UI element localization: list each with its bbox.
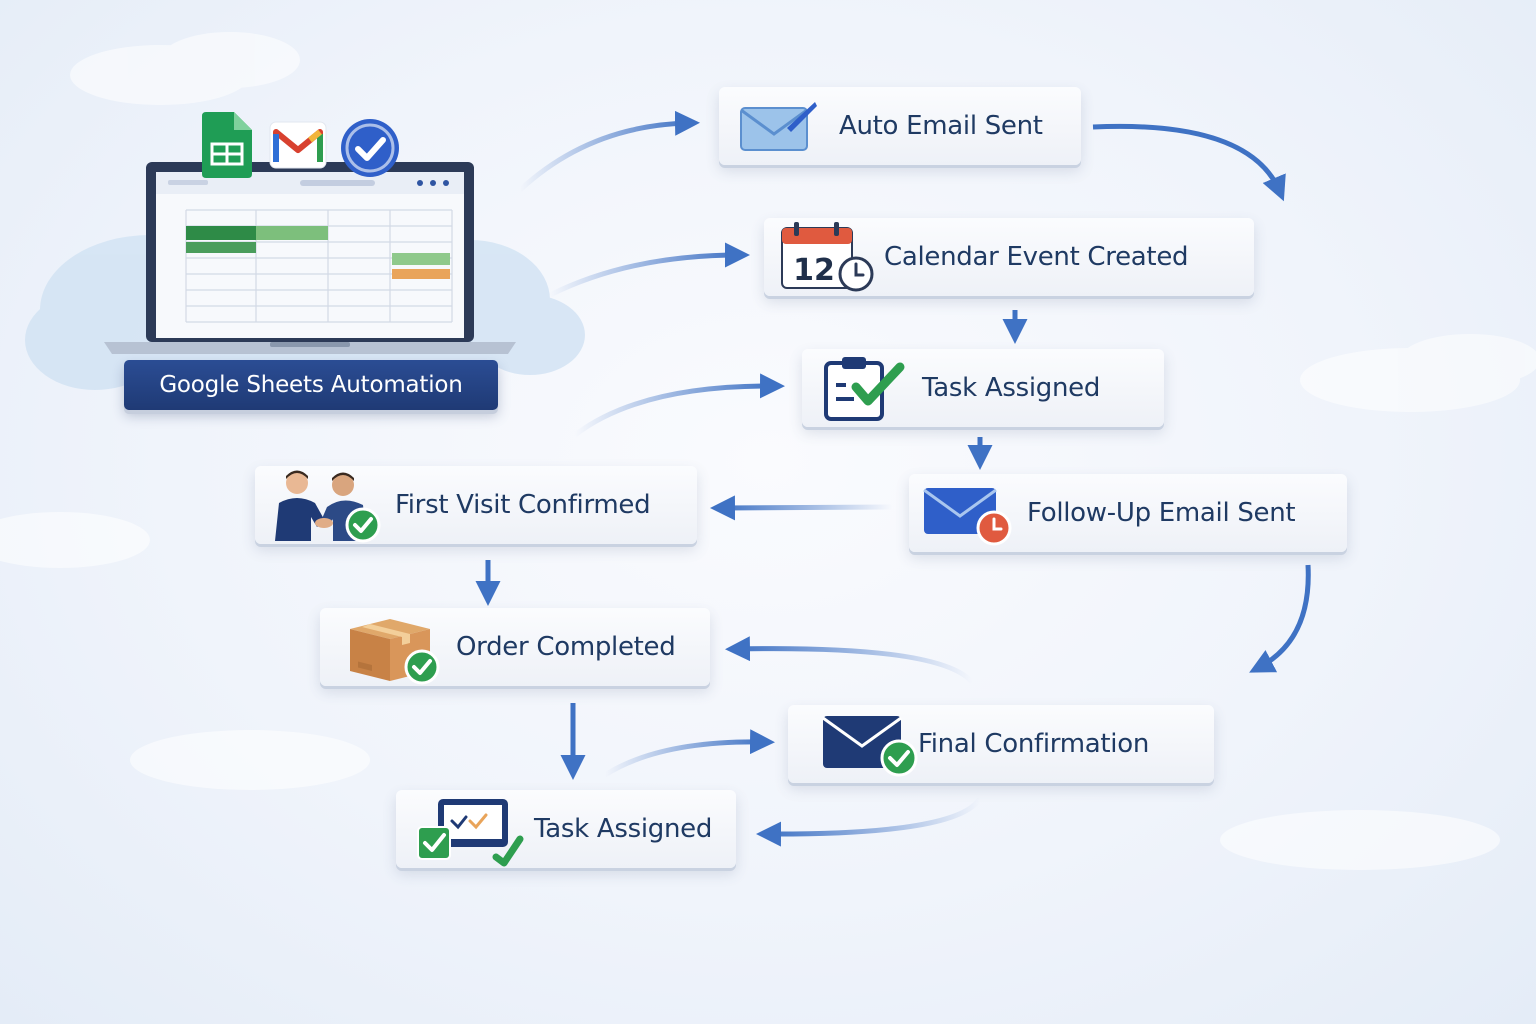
- tasks-check-icon: [341, 119, 399, 177]
- step-calendar-event: 12 Calendar Event Created: [764, 218, 1254, 296]
- step-label: Order Completed: [456, 632, 676, 662]
- step-task-assigned-1: Task Assigned: [802, 349, 1164, 427]
- package-check-icon: [320, 608, 456, 686]
- source-label: Google Sheets Automation: [124, 360, 498, 410]
- calendar-icon: 12: [764, 218, 884, 296]
- app-icons: [202, 112, 399, 178]
- step-label: Calendar Event Created: [884, 242, 1189, 272]
- step-auto-email: Auto Email Sent: [719, 87, 1081, 165]
- step-final-confirmation: Final Confirmation: [788, 705, 1214, 783]
- step-label: Task Assigned: [922, 373, 1101, 403]
- step-order-completed: Order Completed: [320, 608, 710, 686]
- clipboard-check-icon: [802, 349, 922, 427]
- sheets-icon: [202, 112, 252, 178]
- step-follow-up-email: Follow-Up Email Sent: [909, 474, 1347, 552]
- email-check-icon: [788, 705, 918, 783]
- laptop-icon: [104, 162, 516, 354]
- email-send-icon: [719, 87, 839, 165]
- svg-text:12: 12: [793, 253, 835, 288]
- laptop-spreadsheet: [100, 110, 520, 360]
- handshake-icon: [255, 466, 395, 544]
- step-label: Follow-Up Email Sent: [1027, 498, 1296, 528]
- step-label: First Visit Confirmed: [395, 490, 651, 520]
- email-clock-icon: [909, 474, 1027, 552]
- step-first-visit: First Visit Confirmed: [255, 466, 697, 544]
- step-label: Auto Email Sent: [839, 111, 1043, 141]
- step-label: Final Confirmation: [918, 729, 1149, 759]
- step-label: Task Assigned: [534, 814, 713, 844]
- step-task-assigned-2: Task Assigned: [396, 790, 736, 868]
- monitor-check-icon: [396, 790, 534, 868]
- gmail-icon: [269, 121, 327, 169]
